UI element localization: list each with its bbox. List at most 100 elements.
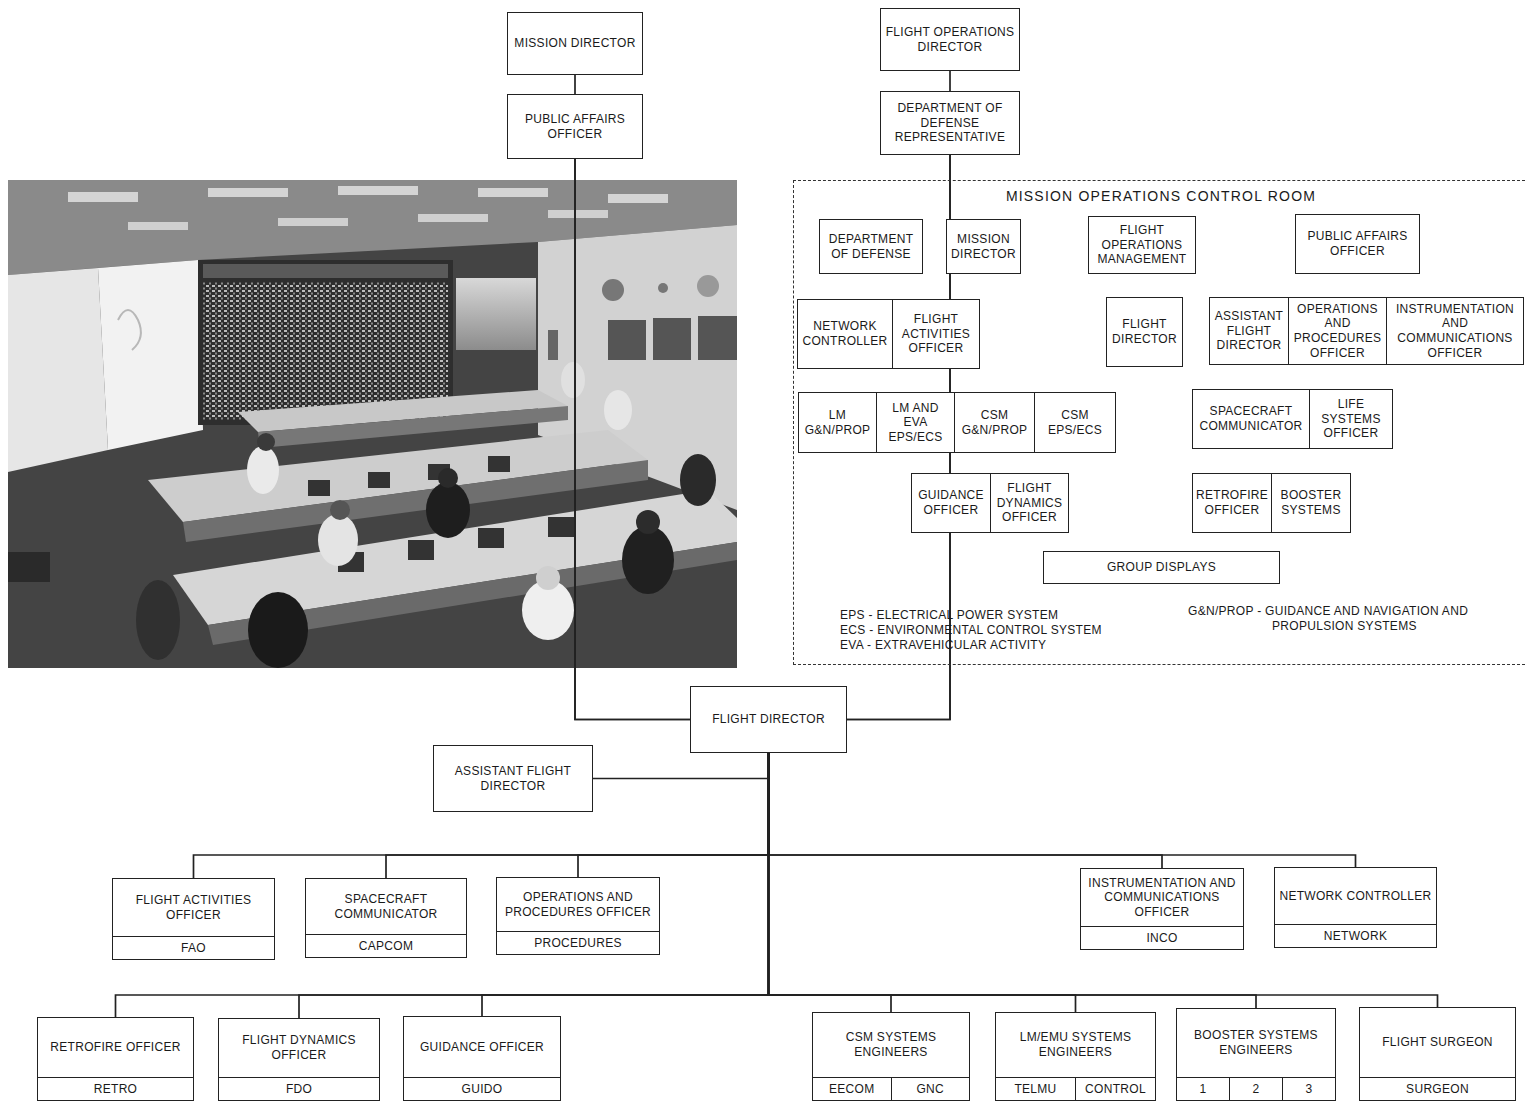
position-title: CSM G&N/PROP: [958, 408, 1031, 437]
position-title: CSM EPS/ECS: [1038, 408, 1112, 437]
position-title: MISSION DIRECTOR: [950, 232, 1017, 261]
position-box: SPACECRAFT COMMUNICATOR: [1192, 389, 1310, 449]
console-callsign: FDO: [219, 1078, 379, 1100]
position-title: LM G&N/PROP: [802, 408, 873, 437]
abbreviation-note: EVA - EXTRAVEHICULAR ACTIVITY: [840, 638, 1046, 653]
role-box: RETROFIRE OFFICERRETRO: [37, 1017, 194, 1101]
region-title: MISSION OPERATIONS CONTROL ROOM: [944, 188, 1378, 205]
position-title: FLIGHT OPERATIONS DIRECTOR: [884, 25, 1016, 54]
role-title: FLIGHT ACTIVITIES OFFICER: [116, 893, 271, 922]
position-box: FLIGHT DIRECTOR: [690, 686, 847, 753]
role-title: FLIGHT DYNAMICS OFFICER: [222, 1033, 376, 1062]
console-rows: [8, 390, 737, 645]
position-box: RETROFIRE OFFICER: [1192, 473, 1272, 533]
position-title: SPACECRAFT COMMUNICATOR: [1196, 404, 1306, 433]
position-box: LIFE SYSTEMS OFFICER: [1309, 389, 1393, 449]
role-box: BOOSTER SYSTEMS ENGINEERS123: [1176, 1008, 1336, 1101]
position-box: FLIGHT DIRECTOR: [1106, 297, 1183, 367]
callsign-strip: GUIDO: [404, 1077, 560, 1100]
position-box: OPERATIONS AND PROCEDURES OFFICER: [1288, 297, 1387, 365]
org-connector: [575, 75, 690, 720]
position-box: ASSISTANT FLIGHT DIRECTOR: [1209, 297, 1289, 365]
console-callsign: GNC: [891, 1078, 970, 1100]
position-title: LM AND EVA EPS/ECS: [880, 401, 951, 445]
position-title: INSTRUMENTATION AND COMMUNICATIONS OFFIC…: [1390, 302, 1520, 361]
org-connector: [769, 753, 1163, 868]
role-box: NETWORK CONTROLLERNETWORK: [1274, 867, 1437, 948]
org-connector: [194, 753, 769, 878]
role-title: INSTRUMENTATION AND COMMUNICATIONS OFFIC…: [1084, 876, 1240, 920]
org-connector: [769, 753, 1356, 867]
role-box: SPACECRAFT COMMUNICATORCAPCOM: [305, 878, 467, 958]
position-title: NETWORK CONTROLLER: [801, 319, 889, 348]
position-box: ASSISTANT FLIGHT DIRECTOR: [433, 745, 593, 812]
console-callsign: PROCEDURES: [497, 932, 659, 954]
position-box: PUBLIC AFFAIRS OFFICER: [1295, 214, 1420, 274]
room-region: MISSION OPERATIONS CONTROL ROOMDEPARTMEN…: [793, 180, 1525, 665]
callsign-strip: 123: [1177, 1077, 1335, 1100]
position-title: BOOSTER SYSTEMS: [1275, 488, 1347, 517]
callsign-strip: INCO: [1081, 926, 1243, 949]
console-callsign: 1: [1177, 1078, 1229, 1100]
role-box: FLIGHT DYNAMICS OFFICER FDO: [218, 1018, 380, 1101]
position-title: FLIGHT DYNAMICS OFFICER: [994, 481, 1065, 525]
abbreviation-note: G&N/PROP - GUIDANCE AND NAVIGATION AND P…: [1188, 604, 1518, 633]
callsign-strip: FDO: [219, 1077, 379, 1100]
org-connector: [593, 753, 769, 779]
projection-screens: [8, 260, 536, 472]
role-box: FLIGHT ACTIVITIES OFFICER FAO: [112, 878, 275, 960]
org-connector: [575, 159, 690, 720]
abbreviation-note: EPS - ELECTRICAL POWER SYSTEM: [840, 608, 1058, 623]
org-connector: [769, 753, 1257, 1008]
position-title: ASSISTANT FLIGHT DIRECTOR: [1213, 309, 1285, 353]
control-room-photo: [8, 180, 737, 668]
position-box: MISSION DIRECTOR: [507, 12, 643, 75]
position-box: NETWORK CONTROLLER: [797, 299, 893, 369]
position-title: RETROFIRE OFFICER: [1196, 488, 1268, 517]
console-callsign: FAO: [113, 937, 274, 959]
role-box: LM/EMU SYSTEMS ENGINEERSTELMUCONTROL: [995, 1012, 1156, 1101]
console-callsign: TELMU: [996, 1078, 1075, 1100]
console-callsign: NETWORK: [1275, 925, 1436, 947]
role-box: CSM SYSTEMS ENGINEERSEECOMGNC: [812, 1012, 970, 1101]
console-callsign: CONTROL: [1075, 1078, 1155, 1100]
position-title: ASSISTANT FLIGHT DIRECTOR: [437, 764, 589, 793]
position-box: MISSION DIRECTOR: [946, 219, 1021, 274]
role-box: OPERATIONS AND PROCEDURES OFFICER PROCEDU…: [496, 877, 660, 955]
position-title: MISSION DIRECTOR: [511, 36, 639, 51]
callsign-strip: CAPCOM: [306, 934, 466, 957]
position-box: PUBLIC AFFAIRS OFFICER: [507, 94, 643, 159]
position-title: DEPARTMENT OF DEFENSE REPRESENTATIVE: [884, 101, 1016, 145]
position-title: LIFE SYSTEMS OFFICER: [1313, 397, 1389, 441]
position-title: FLIGHT DIRECTOR: [694, 712, 843, 727]
callsign-strip: NETWORK: [1275, 924, 1436, 947]
position-title: PUBLIC AFFAIRS OFFICER: [511, 112, 639, 141]
position-title: FLIGHT OPERATIONS MANAGEMENT: [1092, 223, 1192, 267]
console-callsign: GUIDO: [404, 1078, 560, 1100]
position-title: OPERATIONS AND PROCEDURES OFFICER: [1292, 302, 1383, 361]
position-box: FLIGHT OPERATIONS MANAGEMENT: [1088, 216, 1196, 274]
position-title: GROUP DISPLAYS: [1047, 560, 1276, 575]
position-box: FLIGHT OPERATIONS DIRECTOR: [880, 8, 1020, 71]
role-title: FLIGHT SURGEON: [1363, 1035, 1512, 1050]
role-title: OPERATIONS AND PROCEDURES OFFICER: [500, 890, 656, 919]
console-callsign: RETRO: [38, 1078, 193, 1100]
console-callsign: 3: [1282, 1078, 1335, 1100]
position-box: CSM G&N/PROP: [954, 392, 1035, 453]
controllers: [136, 362, 716, 668]
org-connector: [769, 753, 1438, 1007]
console-callsign: INCO: [1081, 927, 1243, 949]
callsign-strip: RETRO: [38, 1077, 193, 1100]
position-box: FLIGHT ACTIVITIES OFFICER: [892, 299, 980, 369]
console-callsign: 2: [1229, 1078, 1282, 1100]
photo-ground: [8, 180, 737, 668]
position-box: GUIDANCE OFFICER: [911, 473, 991, 533]
position-box: LM AND EVA EPS/ECS: [876, 392, 955, 453]
position-box: CSM EPS/ECS: [1034, 392, 1116, 453]
org-connector: [769, 753, 892, 1012]
console-callsign: EECOM: [813, 1078, 891, 1100]
console-callsign: CAPCOM: [306, 935, 466, 957]
role-box: INSTRUMENTATION AND COMMUNICATIONS OFFIC…: [1080, 868, 1244, 950]
role-box: GUIDANCE OFFICERGUIDO: [403, 1016, 561, 1101]
